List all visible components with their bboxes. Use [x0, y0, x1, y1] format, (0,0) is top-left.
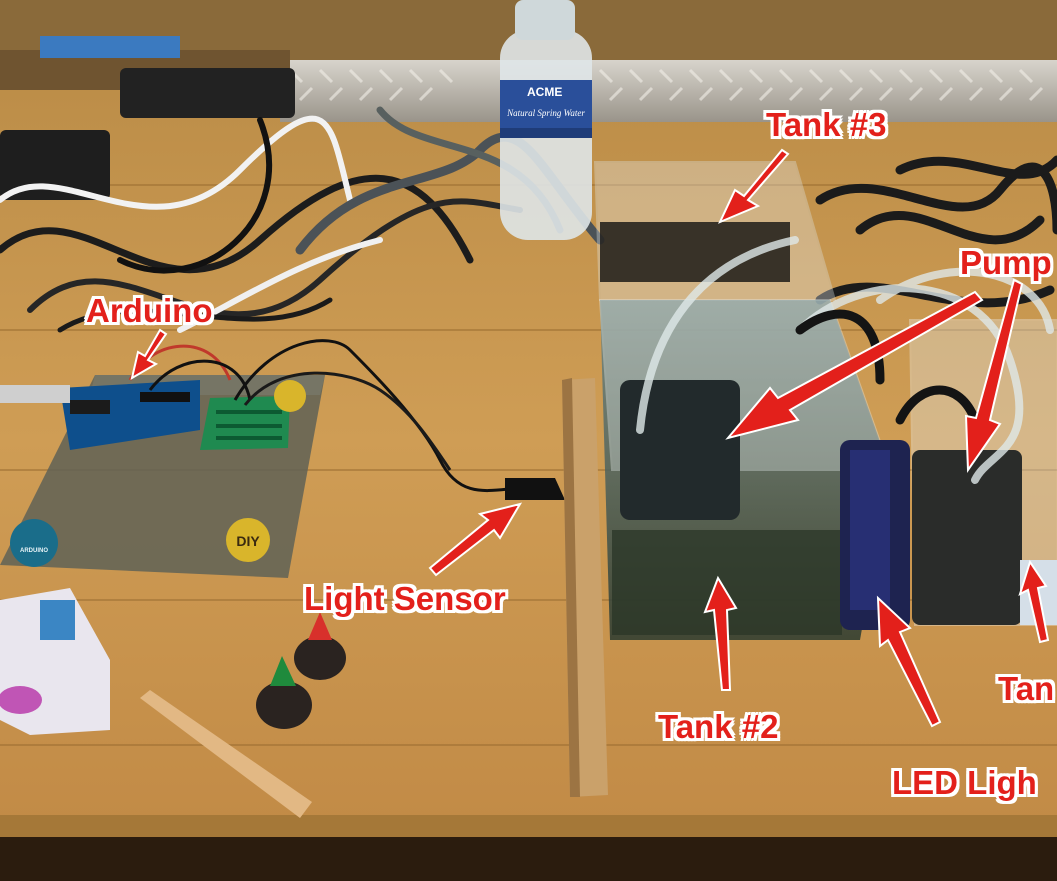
- label-arduino: Arduino: [86, 292, 213, 329]
- power-adapter: [0, 130, 110, 200]
- label-tank-2: Tank #2: [658, 708, 779, 745]
- table-front-edge: [0, 835, 1057, 881]
- coaster-diy-text: DIY: [236, 533, 260, 549]
- tank-3: [593, 161, 837, 301]
- arrow-light-sensor: [428, 502, 523, 577]
- label-tank-1: Tan: [998, 670, 1055, 707]
- breadboard: [200, 396, 290, 450]
- bottle-brand-text: ACME: [527, 85, 562, 99]
- cables-left: [0, 106, 605, 333]
- coaster-arduino-text: ARDUINO: [20, 548, 48, 554]
- arrow-tank-1: [1018, 559, 1050, 644]
- coaster-diy: [226, 518, 270, 562]
- popsicle-stick: [140, 690, 312, 818]
- arrow-led: [876, 595, 942, 728]
- label-pump: Pump: [960, 244, 1052, 281]
- pump-in-tank-2: [620, 380, 740, 520]
- light-sensor: [505, 478, 565, 500]
- diamond-plate-pattern: [288, 68, 1044, 102]
- label-led-light: LED Ligh: [892, 764, 1037, 801]
- plywood-divider: [562, 378, 608, 797]
- arrow-tank-3: [717, 148, 790, 224]
- arrow-pump-1: [964, 278, 1024, 474]
- dye-bottle-red: [294, 612, 346, 680]
- bottle-product-text: Natural Spring Water: [506, 108, 585, 118]
- label-tank-3: Tank #3: [766, 106, 887, 143]
- coaster-small: [274, 380, 306, 412]
- water-bottle: [500, 0, 592, 240]
- blue-tape: [40, 36, 180, 58]
- arrow-tank-2: [703, 575, 738, 691]
- arrow-pump-2: [725, 290, 984, 440]
- usb-cable-plug: [0, 385, 70, 403]
- arduino-board: [0, 380, 200, 450]
- jumper-wires: [128, 339, 521, 493]
- power-strip: [120, 68, 295, 118]
- label-light-sensor: Light Sensor: [304, 580, 506, 617]
- arrow-arduino: [130, 328, 168, 381]
- annotation-arrows: [130, 148, 1050, 728]
- table-edge-lip: [0, 815, 1057, 837]
- dye-bottle-green: [256, 656, 312, 729]
- pump-in-tank-1: [912, 450, 1022, 625]
- food-dye-box: [0, 588, 110, 735]
- coaster-arduino: [10, 519, 58, 567]
- diamond-plate: [280, 60, 1057, 122]
